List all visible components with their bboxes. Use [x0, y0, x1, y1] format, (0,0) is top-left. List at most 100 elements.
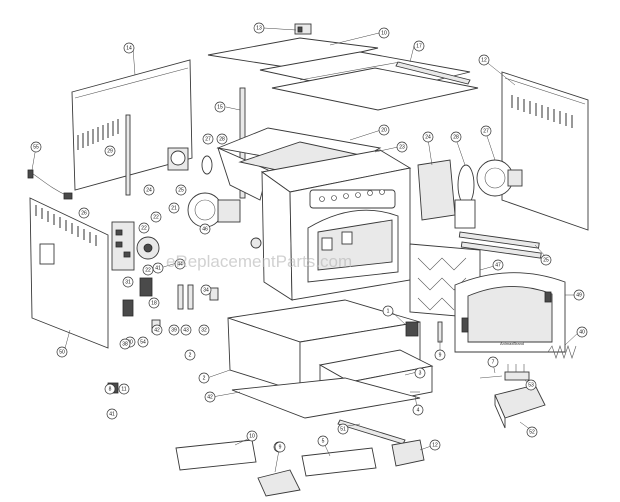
callout-number: 31: [125, 279, 131, 285]
callout-number: 1: [387, 308, 390, 314]
callout-7: 7: [487, 356, 499, 368]
callout-number: 24: [425, 134, 431, 140]
callout-circle: [78, 207, 90, 219]
callout-number: 54: [140, 339, 146, 345]
callout-circle: [253, 22, 265, 34]
callout-11: 11: [118, 383, 130, 395]
small-parts-left: [122, 261, 219, 333]
callout-number: 2: [203, 375, 206, 381]
callout-circle: [450, 131, 462, 143]
callout-circle: [204, 391, 216, 403]
callout-10: 10: [246, 430, 258, 442]
auger-spring: [547, 345, 577, 359]
callout-22: 22: [138, 222, 150, 234]
callout-21: 21: [168, 202, 180, 214]
callout-41: 41: [106, 408, 118, 420]
callout-23: 23: [396, 141, 408, 153]
callout-number: 29: [107, 148, 113, 154]
callout-53: 53: [525, 379, 537, 391]
callout-circle: [429, 439, 441, 451]
callout-circle: [274, 441, 286, 453]
callout-circle: [123, 42, 135, 54]
callout-number: 8: [109, 386, 112, 392]
vertical-rod-left: [125, 114, 131, 196]
callout-circle: [30, 141, 42, 153]
callout-circle: [184, 349, 196, 361]
callout-number: 39: [171, 327, 177, 333]
callout-number: 11: [121, 386, 126, 392]
callout-circle: [487, 356, 499, 368]
callout-47: 47: [492, 259, 504, 271]
right-side-panel: [501, 71, 589, 231]
callout-circle: [576, 326, 588, 338]
callout-number: 28: [219, 136, 225, 142]
callout-number: 25: [178, 187, 184, 193]
callout-number: 47: [495, 262, 501, 268]
callout-circle: [414, 367, 426, 379]
callout-number: 10: [249, 433, 255, 439]
callout-circle: [214, 101, 226, 113]
callout-circle: [540, 254, 552, 266]
callout-10: 10: [378, 27, 390, 39]
door-logo: AnimaxBrand: [500, 341, 524, 346]
callout-29: 29: [104, 145, 116, 157]
callout-17: 17: [413, 40, 425, 52]
callout-circle: [412, 404, 424, 416]
callout-circle: [378, 27, 390, 39]
callout-circle: [168, 324, 180, 336]
callout-50: 50: [56, 346, 68, 358]
power-cord: [27, 169, 73, 200]
heat-exchanger-tubes: [458, 231, 542, 259]
bolt: [437, 321, 443, 343]
callout-number: 18: [151, 300, 157, 306]
callout-circle: [142, 264, 154, 276]
callout-38: 38: [119, 338, 131, 350]
callout-number: 40: [579, 329, 585, 335]
callout-26: 26: [78, 207, 90, 219]
rail: [395, 61, 471, 85]
callout-number: 46: [202, 226, 208, 232]
callout-55: 55: [30, 141, 42, 153]
rail-bottom: [337, 419, 406, 445]
callout-46: 46: [199, 223, 211, 235]
control-board: [111, 221, 135, 271]
callout-number: 9: [279, 444, 282, 450]
callout-number: 3: [419, 370, 422, 376]
stove-body: [260, 149, 412, 301]
leader-lines: [31, 27, 580, 473]
callout-circle: [573, 289, 585, 301]
callout-circle: [337, 423, 349, 435]
callout-number: 24: [146, 187, 152, 193]
callout-number: 42: [207, 394, 213, 400]
callout-circle: [378, 124, 390, 136]
callout-number: 41: [109, 411, 115, 417]
base-plate: [231, 377, 421, 419]
callout-circle: [413, 40, 425, 52]
callout-54: 54: [137, 336, 149, 348]
callout-number: 15: [217, 104, 223, 110]
callout-13: 13: [253, 22, 265, 34]
callout-circle: [152, 262, 164, 274]
callout-22: 22: [142, 264, 154, 276]
fan-assembly-top: [167, 147, 213, 175]
callout-circle: [119, 338, 131, 350]
callout-41: 41: [152, 262, 164, 274]
callout-circle: [175, 184, 187, 196]
callout-number: 23: [399, 144, 405, 150]
callout-39: 39: [168, 324, 180, 336]
callout-circle: [174, 258, 186, 270]
callout-12: 12: [478, 54, 490, 66]
callout-circle: [168, 202, 180, 214]
callout-number: 41: [155, 265, 161, 271]
callout-number: 30: [127, 339, 133, 345]
callout-28: 28: [450, 131, 462, 143]
callout-circle: [104, 383, 116, 395]
watermark: eReplacementParts.com: [166, 252, 352, 271]
callout-number: 12: [432, 442, 438, 448]
callout-42: 42: [151, 324, 163, 336]
callout-8: 8: [104, 383, 116, 395]
callout-circle: [246, 430, 258, 442]
callout-3: 3: [414, 367, 426, 379]
auger-motor: [136, 236, 160, 260]
